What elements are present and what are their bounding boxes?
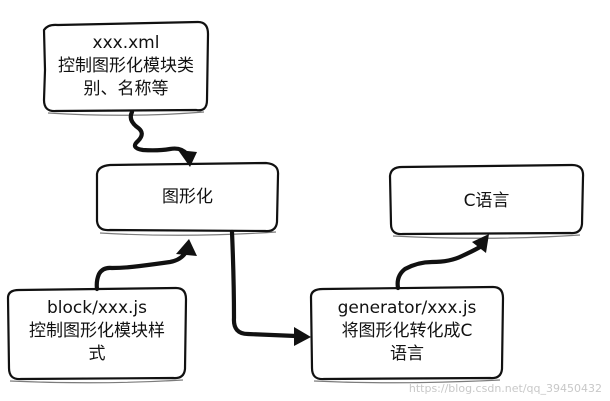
node-label-line: 控制图形化模块样: [29, 321, 165, 341]
node-label-line: 将图形化转化成C: [341, 321, 473, 341]
edge-graphic-to-generator: [229, 229, 311, 346]
arrowhead-right: [294, 327, 311, 346]
node-label-line: 别、名称等: [83, 79, 169, 99]
edge-block-to-graphic: [94, 239, 197, 292]
node-label-line: C语言: [463, 191, 510, 211]
watermark-text: https://blog.csdn.net/qq_39450432: [408, 382, 602, 395]
node-box-generator: [309, 285, 505, 381]
node-label-line: 控制图形化模块类: [58, 56, 194, 76]
node-label-c: C语言: [390, 190, 583, 213]
node-label-line: generator/xxx.js: [337, 298, 477, 318]
arrowhead-up-right: [472, 234, 489, 253]
node-label-xml: xxx.xml 控制图形化模块类 别、名称等: [44, 32, 208, 101]
node-label-line: 图形化: [162, 187, 213, 207]
node-label-line: 式: [88, 344, 106, 364]
arrowhead-down: [178, 150, 197, 167]
node-label-line: 语言: [390, 344, 424, 364]
node-label-generator: generator/xxx.js 将图形化转化成C 语言: [311, 297, 503, 366]
node-box-graphic: [95, 161, 280, 233]
node-box-block: [6, 286, 188, 381]
arrowhead-up: [176, 239, 197, 256]
node-label-graphic: 图形化: [97, 186, 278, 209]
node-label-line: block/xxx.js: [47, 298, 147, 318]
node-label-line: xxx.xml: [92, 33, 160, 53]
node-box-c: [388, 163, 585, 236]
edge-xml-to-graphic: [128, 109, 197, 167]
edge-generator-to-c: [395, 234, 489, 291]
node-label-block: block/xxx.js 控制图形化模块样 式: [8, 297, 186, 366]
node-box-xml: [42, 20, 210, 113]
